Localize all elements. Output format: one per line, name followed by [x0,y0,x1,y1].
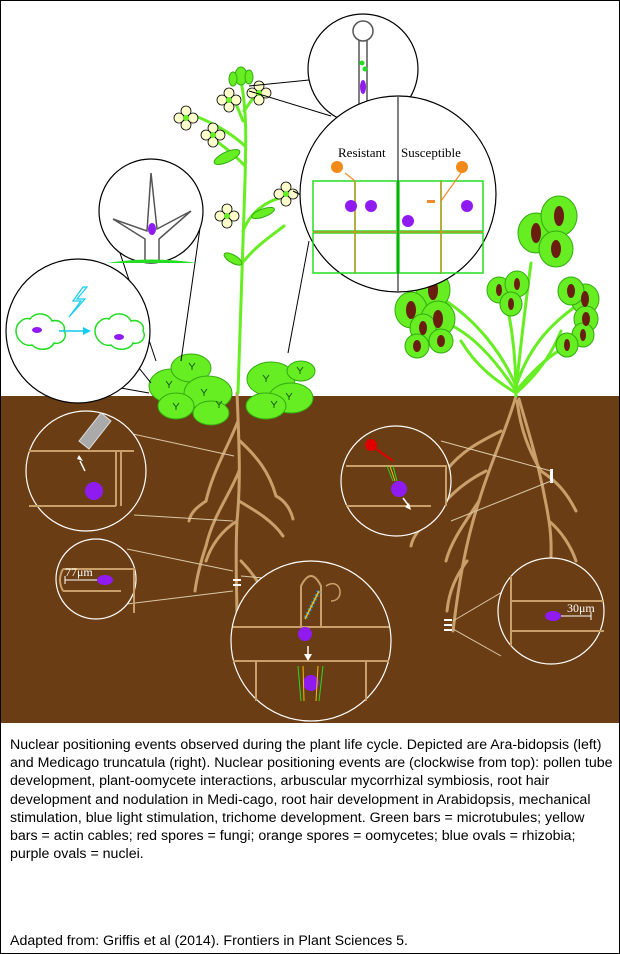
plant-life-cycle-illustration: Resistant Susceptible 77μm [1,1,619,723]
figure-caption: Nuclear positioning events observed duri… [10,736,614,863]
figure-credit: Adapted from: Griffis et al (2014). Fron… [10,933,408,949]
root-nodules [233,469,553,631]
trichome-marks [165,362,304,410]
blue-light-callout [5,258,151,404]
mechanical-stimulation-callout [25,410,147,532]
resistant-label: Resistant [338,145,386,160]
nodulation-callout [340,425,452,537]
arabidopsis-flowers [173,80,299,229]
distance-30um-label: 30μm [567,601,595,615]
caption-text: Nuclear positioning events observed duri… [10,737,613,863]
root-hair-medicago-callout: 30μm [497,557,605,665]
medicago-leaf-spots [406,206,590,352]
arabidopsis-cauline-leaves [213,66,275,266]
oomycete-callout: Resistant Susceptible [299,95,497,293]
mycorrhizal-callout [230,560,392,722]
root-hair-arabidopsis-callout: 77μm [55,538,137,620]
arabidopsis-rosette [148,353,316,426]
distance-77um-label: 77μm [65,565,93,579]
susceptible-label: Susceptible [401,145,461,160]
trichome-callout [98,158,204,264]
